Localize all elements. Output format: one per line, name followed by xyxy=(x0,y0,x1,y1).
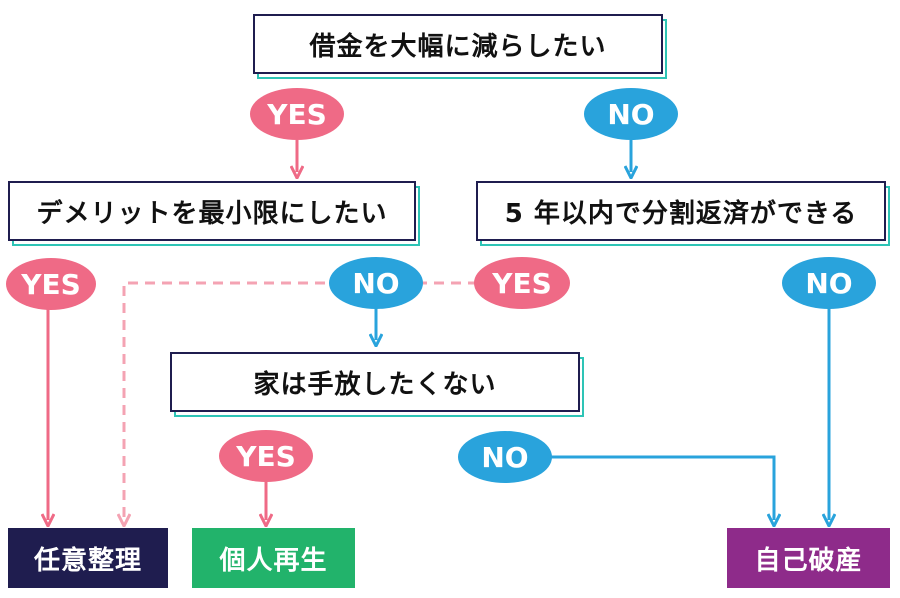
question-text: 家は手放したくない xyxy=(170,352,580,412)
q2-yes-label: YES xyxy=(6,258,96,310)
question-text: デメリットを最小限にしたい xyxy=(8,181,416,241)
q1-no-label: NO xyxy=(584,88,678,140)
q4-yes-label: YES xyxy=(219,430,313,482)
result-voluntary-arrangement: 任意整理 xyxy=(8,528,168,588)
result-individual-rehabilitation: 個人再生 xyxy=(192,528,355,588)
question-text: 借金を大幅に減らしたい xyxy=(253,14,663,74)
question-reduce-debt: 借金を大幅に減らしたい xyxy=(253,14,667,79)
q4-no-label: NO xyxy=(458,431,552,483)
result-bankruptcy: 自己破産 xyxy=(727,528,890,588)
q2-no-label: NO xyxy=(329,257,423,309)
question-text: 5 年以内で分割返済ができる xyxy=(476,181,886,241)
arrow-q3-yes-dashed xyxy=(124,281,478,520)
q3-yes-label: YES xyxy=(474,257,570,309)
arrow-q4-no xyxy=(548,455,774,520)
question-repay-within-5-years: 5 年以内で分割返済ができる xyxy=(476,181,890,246)
q3-no-label: NO xyxy=(782,257,876,309)
q1-yes-label: YES xyxy=(250,88,344,140)
question-minimize-demerits: デメリットを最小限にしたい xyxy=(8,181,420,246)
question-keep-house: 家は手放したくない xyxy=(170,352,584,417)
